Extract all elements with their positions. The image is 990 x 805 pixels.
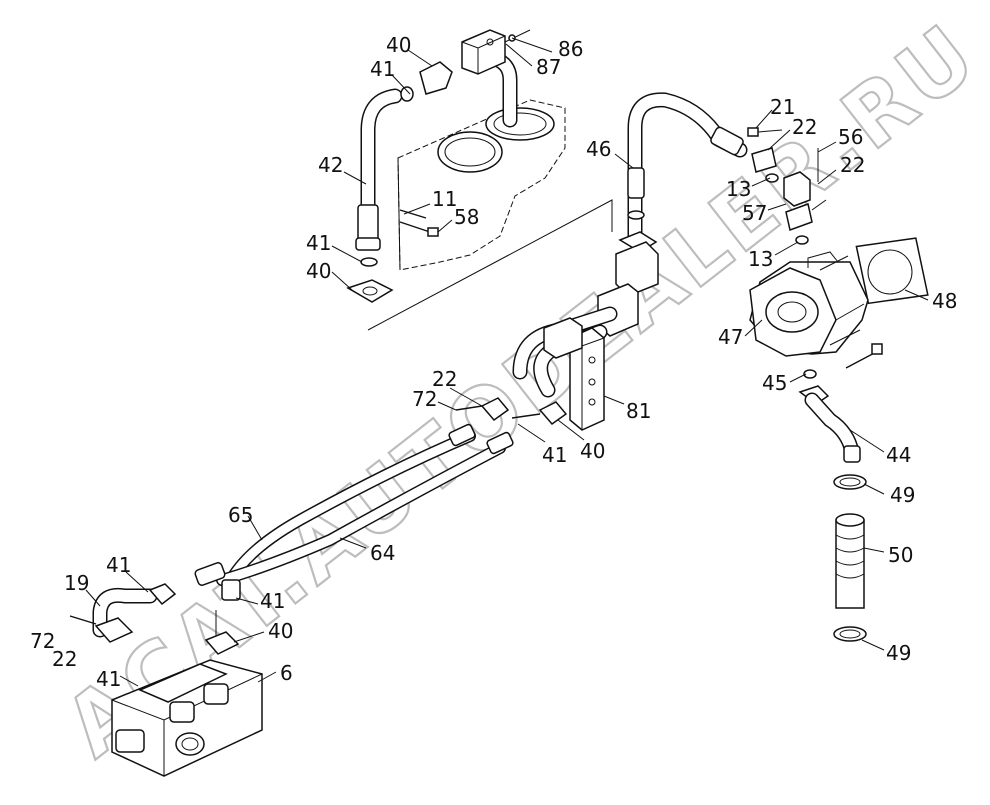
callout-21: 21 [770,95,795,119]
callout-72-valve: 72 [30,629,55,653]
callout-65: 65 [228,503,253,527]
callout-49-bottom: 49 [886,641,911,665]
hoses-64-65 [194,423,514,601]
leader-lines [85,37,929,687]
callout-40-top: 40 [386,33,411,57]
fitting-57 [747,127,827,245]
callout-11: 11 [432,187,457,211]
callout-41-left: 41 [306,231,331,255]
callout-44: 44 [886,443,911,467]
callout-40-left: 40 [306,259,331,283]
callout-22-top: 22 [792,115,817,139]
callout-58: 58 [454,205,479,229]
callout-6: 6 [280,661,293,685]
callout-22-right: 22 [840,153,865,177]
callout-49-top: 49 [890,483,915,507]
pressure-pipe-46 [618,92,748,253]
callout-47: 47 [718,325,743,349]
callout-41-valve-left: 41 [96,667,121,691]
callout-57: 57 [742,201,767,225]
callout-41-valve-top: 41 [106,553,131,577]
callout-42: 42 [318,153,343,177]
callout-40-valve: 40 [268,619,293,643]
callout-86: 86 [558,37,583,61]
callout-45: 45 [762,371,787,395]
callout-72-middle: 72 [412,387,437,411]
callout-50: 50 [888,543,913,567]
control-valve-6 [69,583,263,777]
callout-81: 81 [626,399,651,423]
callout-41-valve-right: 41 [260,589,285,613]
callout-22-valve: 22 [52,647,77,671]
hydraulic-pump-47 [749,237,929,369]
callout-40-middle: 40 [580,439,605,463]
callout-22-middle: 22 [432,367,457,391]
callout-13-lower: 13 [748,247,773,271]
suction-pipe-42 [355,61,453,251]
manifold-block-81 [512,241,659,431]
callout-41-top: 41 [370,57,395,81]
callout-19: 19 [64,571,89,595]
callout-46: 46 [586,137,611,161]
flanges-middle [455,397,568,426]
callout-87: 87 [536,55,561,79]
callout-56: 56 [838,125,863,149]
hydraulic-tank [397,99,566,271]
return-pipe-top [461,29,531,128]
flange-left-lower [346,257,394,303]
callout-13-top: 13 [726,177,751,201]
callout-labels: 40 86 87 41 42 11 58 41 40 21 22 46 56 2… [30,33,957,691]
callout-64: 64 [370,541,395,565]
suction-line-44-50 [798,369,867,642]
bolts-11-58 [399,209,439,237]
callout-41-middle: 41 [542,443,567,467]
callout-48: 48 [932,289,957,313]
